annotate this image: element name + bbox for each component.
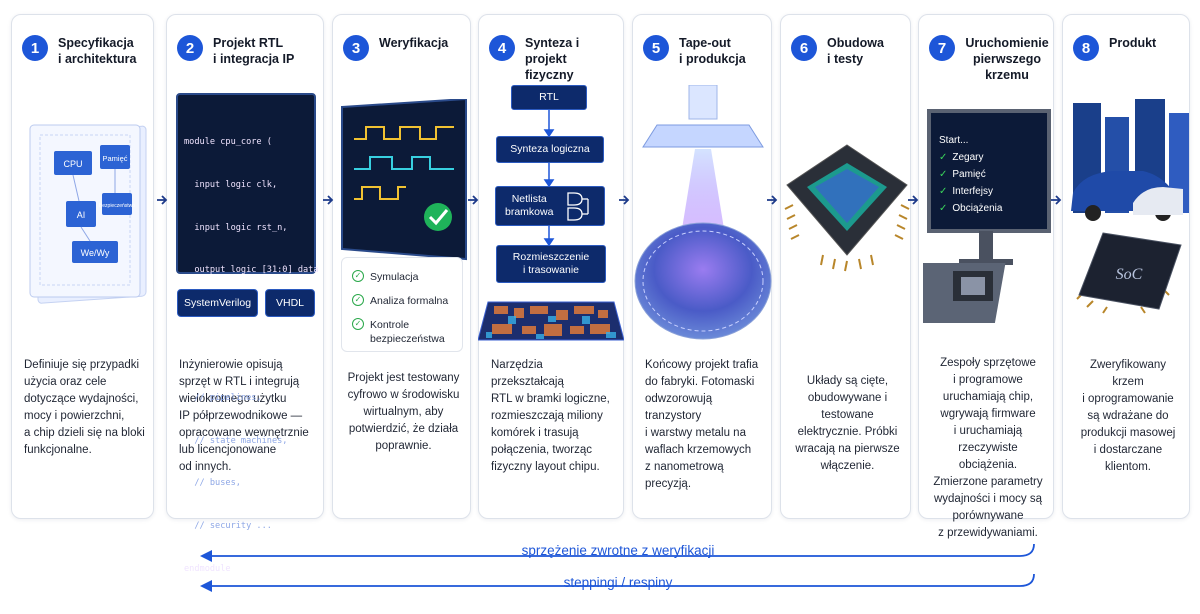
green-check-icon: ✓ xyxy=(939,203,948,214)
step-number-7: 7 xyxy=(929,35,955,61)
step-number-3: 3 xyxy=(343,35,369,61)
step-desc-3: Projekt jest testowany cyfrowo w środowi… xyxy=(347,372,460,452)
code-line: // pipelines, xyxy=(184,393,262,404)
bringup-console: Start... ✓Zegary ✓Pamięć ✓Interfejsy ✓Ob… xyxy=(939,132,1002,217)
step-title-2: Projekt RTL i integracja IP xyxy=(213,36,295,66)
verification-checklist: ✓Symulacja ✓Analiza formalna ✓Kontrole b… xyxy=(341,257,463,352)
step-desc-4: Narzędzia przekształcają RTL w bramki lo… xyxy=(491,359,610,473)
bringup-monitor xyxy=(923,109,1051,323)
green-check-icon: ✓ xyxy=(939,152,948,163)
vhdl-tag: VHDL xyxy=(265,289,315,317)
step-number-8: 8 xyxy=(1073,35,1099,61)
step-card-3: 3 Weryfikacja ✓Symulacja ✓Analiza formal… xyxy=(332,14,471,519)
layout-grid xyxy=(478,301,624,341)
step-card-5: 5 Tape-out i produkcja Końcowy projekt t… xyxy=(632,14,772,519)
product-illustration: SoC xyxy=(1071,99,1189,314)
step-arrow-icon xyxy=(619,195,630,205)
code-line: input logic rst_n, xyxy=(184,222,288,233)
console-item: ✓Obciążenia xyxy=(939,203,1003,214)
soc-chip xyxy=(1078,232,1182,310)
flow-logic-synthesis: Synteza logiczna xyxy=(496,136,604,163)
step-title-4: Synteza i projekt fizyczny xyxy=(525,36,580,82)
code-line xyxy=(184,348,314,362)
rtl-code-panel: module cpu_core ( input logic clk, input… xyxy=(176,93,319,574)
code-line: output logic [31:0] data xyxy=(184,265,319,276)
security-block xyxy=(102,193,132,215)
waveform-monitor xyxy=(341,99,467,261)
flow-rtl: RTL xyxy=(511,85,587,110)
ai-label: AI xyxy=(77,210,86,220)
step-desc-1: Definiuje się przypadki użycia oraz cele… xyxy=(24,359,145,456)
memory-label: Pamięć xyxy=(102,154,127,163)
check-circle-icon: ✓ xyxy=(352,270,364,282)
memory-block xyxy=(100,145,130,169)
green-check-icon: ✓ xyxy=(939,186,948,197)
synthesis-flow-arrows xyxy=(478,110,624,341)
security-label: Bezpieczeństwo xyxy=(99,203,135,209)
architecture-block-diagram: CPU Pamięć AI Bezpieczeństwo We/Wy xyxy=(29,124,147,304)
soc-label: SoC xyxy=(1116,266,1143,283)
step-number-2: 2 xyxy=(177,35,203,61)
step-number-4: 4 xyxy=(489,35,515,61)
check-circle-icon: ✓ xyxy=(352,294,364,306)
step-number-5: 5 xyxy=(643,35,669,61)
step-desc-8: Zweryfikowany krzem i oprogramowanie są … xyxy=(1080,359,1176,473)
check-icon xyxy=(424,203,452,231)
console-start: Start... xyxy=(939,135,969,146)
console-item: ✓Pamięć xyxy=(939,169,986,180)
feedback-arrows xyxy=(200,543,1035,592)
io-block xyxy=(72,241,118,263)
console-item: ✓Zegary xyxy=(939,152,984,163)
step-number-1: 1 xyxy=(22,35,48,61)
code-line: // security ... xyxy=(184,520,272,531)
check-circle-icon: ✓ xyxy=(352,318,364,330)
step-card-1: 1 Specyfikacja i architektura CPU Pamięć… xyxy=(11,14,154,519)
logic-gate-icon xyxy=(567,192,589,221)
wafer-illustration xyxy=(634,85,772,340)
step-arrow-icon xyxy=(1051,195,1062,205)
car-icon xyxy=(1133,187,1183,215)
ai-block xyxy=(66,201,96,227)
code-line: endmodule xyxy=(184,563,231,574)
flow-place-route: Rozmieszczenie i trasowanie xyxy=(496,245,606,283)
step-title-7: Uruchomienie pierwszego krzemu xyxy=(965,36,1049,82)
step-number-6: 6 xyxy=(791,35,817,61)
step-desc-2: Inżynierowie opisują sprzęt w RTL i inte… xyxy=(179,359,309,473)
flow-gate-netlist: Netlista bramkowa xyxy=(495,186,605,226)
io-label: We/Wy xyxy=(81,248,110,258)
systemverilog-tag: SystemVerilog xyxy=(177,289,258,317)
step-card-8: 8 Produkt SoC Zweryfikowany krzem i opro… xyxy=(1062,14,1190,519)
green-check-icon: ✓ xyxy=(939,169,948,180)
console-item: ✓Interfejsy xyxy=(939,186,993,197)
datacenter-rack xyxy=(1169,113,1189,213)
step-title-1: Specyfikacja i architektura xyxy=(58,36,137,66)
code-line: // state machines, xyxy=(184,435,288,446)
check-item: ✓Symulacja xyxy=(352,270,418,284)
code-line: // buses, xyxy=(184,478,241,489)
step-arrow-icon xyxy=(908,195,919,205)
code-line: input logic clk, xyxy=(184,180,278,191)
packaged-chip-illustration xyxy=(784,144,910,272)
step-arrow-icon xyxy=(767,195,778,205)
step-arrow-icon xyxy=(468,195,479,205)
step-card-6: 6 Obudowa i testy Układy są cięte, obudo… xyxy=(780,14,911,519)
feedback-verification-label: sprzężenie zwrotne z weryfikacji xyxy=(521,543,715,558)
cpu-label: CPU xyxy=(63,159,82,169)
step-card-7: 7 Uruchomienie pierwszego krzemu Start..… xyxy=(918,14,1054,539)
step-title-8: Produkt xyxy=(1109,36,1157,50)
check-item: ✓Analiza formalna xyxy=(352,294,448,308)
step-desc-6: Układy są cięte, obudowywane i testowane… xyxy=(795,375,900,472)
cpu-block xyxy=(54,151,92,175)
step-desc-5: Końcowy projekt trafia do fabryki. Fotom… xyxy=(645,359,759,490)
code-line: module cpu_core ( xyxy=(184,137,272,148)
step-title-6: Obudowa i testy xyxy=(827,36,884,66)
check-item: ✓Kontrole bezpieczeństwa xyxy=(352,318,445,346)
step-title-3: Weryfikacja xyxy=(379,36,449,50)
step-arrow-icon xyxy=(157,195,168,205)
step-arrow-icon xyxy=(323,195,334,205)
feedback-respin-label: steppingi / respiny xyxy=(563,575,673,590)
step-desc-7: Zespoły sprzętowe i programowe uruchamia… xyxy=(933,357,1043,539)
step-title-5: Tape-out i produkcja xyxy=(679,36,746,66)
